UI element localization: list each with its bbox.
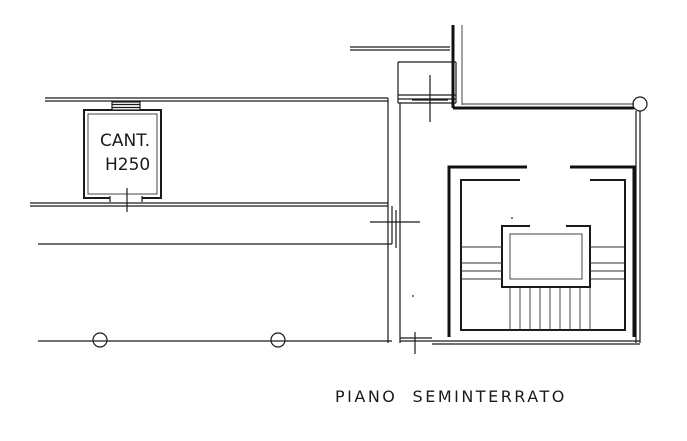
- upper-shaft: [350, 46, 457, 122]
- right-walls: [432, 25, 648, 345]
- column-marker: [92, 332, 108, 348]
- stairwell: [447, 165, 636, 337]
- column-marker: [632, 96, 648, 112]
- corridor-walls: [30, 97, 392, 342]
- plan-title: PIANO SEMINTERRATO: [335, 387, 567, 406]
- room-name-label: CANT.: [100, 131, 150, 151]
- cellar-room: CANT. H250: [83, 101, 162, 212]
- room-height-label: H250: [105, 155, 150, 175]
- cellar-window: [111, 101, 141, 111]
- column-markers: [92, 332, 286, 348]
- column-marker: [270, 332, 286, 348]
- central-walls: [370, 98, 513, 354]
